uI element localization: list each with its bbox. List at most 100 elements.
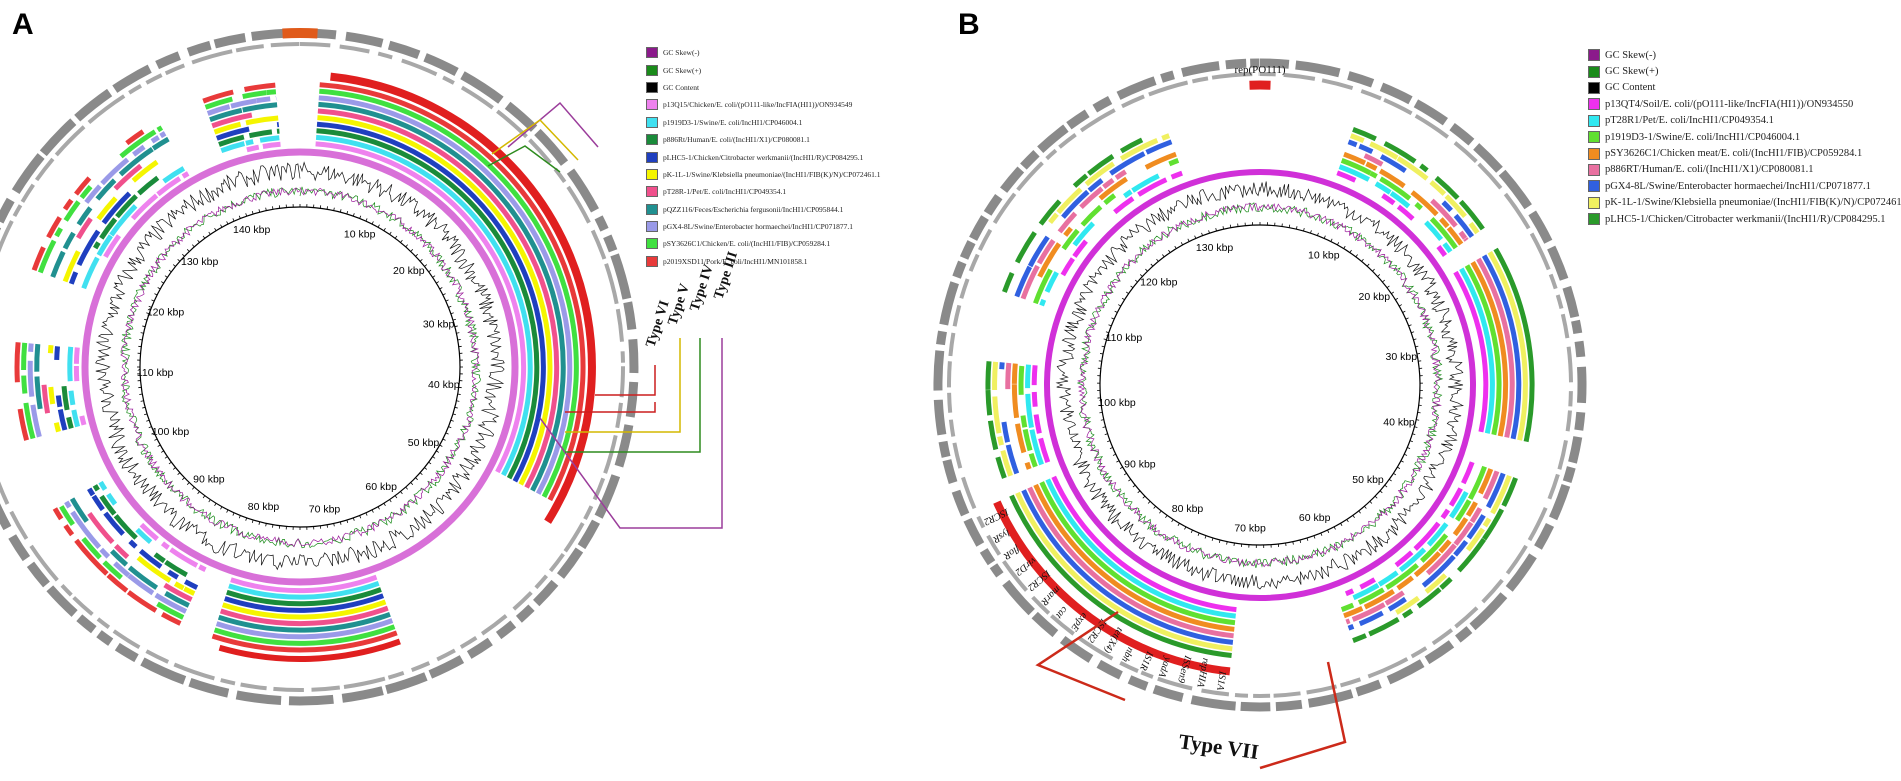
scale-tick bbox=[1310, 230, 1312, 234]
alignment-block bbox=[1482, 470, 1500, 500]
gene-feature-block bbox=[1566, 346, 1573, 383]
alignment-block bbox=[68, 271, 79, 285]
gene-feature-block bbox=[436, 648, 456, 662]
alignment-block bbox=[1429, 180, 1447, 196]
alignment-block bbox=[156, 125, 164, 133]
gene-feature-block bbox=[1119, 661, 1139, 673]
scale-tick bbox=[436, 450, 440, 453]
alignment-block bbox=[999, 362, 1005, 370]
alignment-block bbox=[128, 539, 138, 549]
gene-feature-block bbox=[1058, 132, 1077, 149]
gene-feature-block bbox=[387, 40, 421, 60]
gene-feature-block bbox=[26, 561, 50, 588]
scale-tick bbox=[1145, 268, 1148, 272]
gene-feature-block bbox=[72, 596, 94, 616]
alignment-block bbox=[1401, 608, 1414, 619]
gene-feature-block bbox=[20, 183, 35, 203]
scale-tick bbox=[1408, 324, 1412, 327]
gene-feature-block bbox=[112, 64, 152, 93]
legend-label: pGX4-8L/Swine/Enterobacter hormaechei/In… bbox=[663, 222, 853, 232]
scale-tick bbox=[258, 209, 261, 213]
gene-feature-block bbox=[1498, 169, 1532, 210]
scale-tick bbox=[232, 218, 235, 222]
gene-feature-block bbox=[623, 301, 637, 331]
scale-tick bbox=[1147, 501, 1151, 504]
alignment-block bbox=[1414, 202, 1423, 211]
alignment-block bbox=[1426, 522, 1449, 547]
gene-feature-block bbox=[442, 75, 455, 85]
gene-feature-block bbox=[986, 534, 1002, 556]
scale-tick bbox=[445, 432, 449, 435]
alignment-block bbox=[115, 194, 138, 219]
gene-feature-block bbox=[1454, 606, 1479, 629]
gene-feature-block bbox=[528, 138, 552, 165]
scale-tick bbox=[383, 227, 386, 231]
gene-feature-block bbox=[1548, 273, 1558, 290]
scale-tick bbox=[146, 419, 150, 422]
alignment-block bbox=[1018, 365, 1025, 395]
scale-tick bbox=[1187, 238, 1190, 242]
alignment-block bbox=[1421, 554, 1456, 588]
alignment-block bbox=[1061, 228, 1080, 251]
gene-annotation-ring bbox=[993, 500, 1231, 676]
scale-tick bbox=[1226, 541, 1228, 545]
alignment-block bbox=[99, 217, 118, 240]
gene-feature-block bbox=[1020, 149, 1040, 170]
alignment-block bbox=[1413, 521, 1441, 551]
gene-feature-block bbox=[939, 281, 959, 326]
scale-tick bbox=[1313, 535, 1316, 539]
type-v-bracket bbox=[565, 338, 681, 433]
gene-feature-block bbox=[976, 515, 986, 529]
alignment-block bbox=[1453, 213, 1475, 239]
alignment-block bbox=[1465, 501, 1478, 517]
alignment-block bbox=[1011, 384, 1020, 419]
alignment-block bbox=[137, 175, 160, 196]
panel-b-kbp-label: 40 kbp bbox=[1383, 416, 1415, 428]
gene-feature-block bbox=[188, 678, 230, 698]
gene-feature-block bbox=[1455, 626, 1473, 643]
gene-feature-block bbox=[625, 381, 639, 418]
alignment-block bbox=[62, 250, 81, 283]
legend-label: GC Skew(+) bbox=[1605, 66, 1659, 78]
alignment-block bbox=[245, 139, 254, 146]
gene-label: repHIA bbox=[1194, 657, 1211, 689]
alignment-block bbox=[23, 402, 36, 440]
alignment-block bbox=[1080, 204, 1103, 227]
scale-tick bbox=[168, 269, 172, 273]
scale-tick bbox=[333, 523, 335, 527]
alignment-block bbox=[1485, 472, 1506, 509]
gene-feature-block bbox=[1096, 659, 1123, 680]
alignment-block bbox=[1161, 133, 1171, 141]
panel-b-legend-item: pT28R1/Pet/E. coli/IncHI1/CP049354.1 bbox=[1588, 113, 1901, 129]
alignment-ring-arc bbox=[1481, 254, 1522, 440]
gene-feature-block bbox=[1529, 232, 1551, 271]
alignment-block bbox=[156, 176, 182, 197]
alignment-block bbox=[92, 484, 100, 492]
scale-tick bbox=[139, 339, 143, 341]
gene-feature-block bbox=[96, 630, 114, 646]
alignment-block bbox=[202, 89, 234, 104]
alignment-block bbox=[1072, 173, 1089, 188]
alignment-ring-arc bbox=[1459, 267, 1495, 434]
gene-feature-block bbox=[1050, 614, 1075, 636]
alignment-ring-arc bbox=[1015, 491, 1233, 652]
type-iii-bracket-top bbox=[507, 101, 599, 148]
scale-tick bbox=[432, 275, 436, 278]
alignment-block bbox=[1394, 550, 1414, 568]
gene-feature-block bbox=[1453, 141, 1478, 163]
gene-feature-block bbox=[0, 220, 14, 253]
alignment-block bbox=[1056, 187, 1083, 215]
alignment-block bbox=[1396, 575, 1414, 591]
scale-tick bbox=[1386, 285, 1390, 289]
scale-tick bbox=[1184, 526, 1187, 530]
scale-tick bbox=[157, 287, 161, 290]
gene-feature-block bbox=[610, 253, 632, 300]
gene-label: IS1R bbox=[1137, 649, 1155, 672]
panel-b-legend-item: pSY3626C1/Chicken meat/E. coli/(IncHI1/F… bbox=[1588, 145, 1901, 161]
alignment-block bbox=[1377, 570, 1399, 587]
scale-tick bbox=[1156, 258, 1159, 262]
alignment-block bbox=[1369, 141, 1399, 160]
alignment-ring-arc bbox=[1027, 486, 1234, 639]
